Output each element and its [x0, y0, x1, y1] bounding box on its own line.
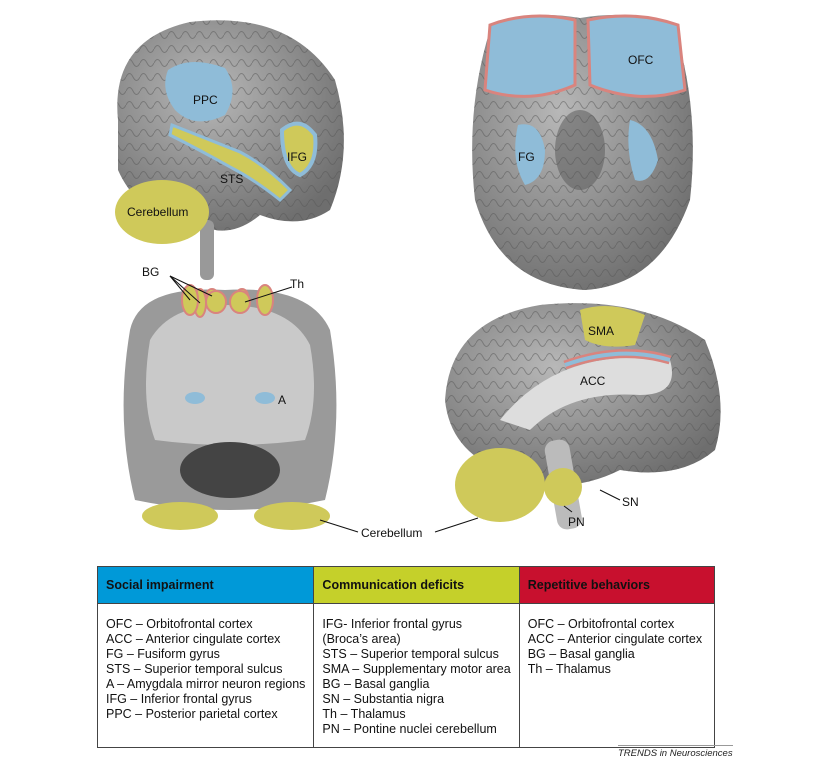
column-repetitive: OFC – Orbitofrontal cortex ACC – Anterio… [518, 603, 716, 748]
header-repetitive: Repetitive behaviors [518, 566, 716, 604]
ventral-brain-view: OFC FG [472, 14, 693, 290]
amygdala-left [185, 392, 205, 404]
pn-region [544, 468, 582, 506]
list-item: Th – Thalamus [322, 707, 406, 721]
cerebellum-region [115, 180, 209, 244]
sagittal-brain-view: SMA ACC PN SN [445, 303, 721, 530]
ifg-region [279, 121, 318, 178]
list-item: Th – Thalamus [527, 662, 611, 676]
label-pn: PN [568, 515, 585, 529]
column-social: OFC – Orbitofrontal cortex ACC – Anterio… [96, 603, 315, 748]
label-fg: FG [518, 150, 535, 164]
list-item: BG – Basal ganglia [527, 647, 635, 661]
coronal-brain-slice: BG Th A [123, 265, 337, 530]
label-acc: ACC [580, 374, 606, 388]
ofc-region-left [483, 14, 577, 98]
header-social: Social impairment [96, 566, 315, 604]
label-cerebellum-shared: Cerebellum [361, 526, 422, 540]
list-item: FG – Fusiform gyrus [106, 647, 220, 661]
list-item: PN – Pontine nuclei cerebellum [322, 722, 497, 736]
th-region-left [205, 290, 227, 314]
brain-illustrations: PPC IFG STS Cerebellum OFC FG BG Th [115, 14, 721, 540]
sma-region [580, 306, 645, 347]
label-sts: STS [220, 172, 243, 186]
fg-region-right [628, 120, 658, 181]
label-ofc: OFC [628, 53, 654, 67]
cerebellum-coronal-left [142, 502, 218, 530]
list-item: STS – Superior temporal sulcus [106, 662, 283, 676]
list-item: ACC – Anterior cingulate cortex [106, 632, 281, 646]
cerebellum-sagittal [455, 448, 545, 522]
column-communication: IFG- Inferior frontal gyrus (Broca’s are… [313, 603, 520, 748]
sts-region [168, 122, 293, 203]
region-table: Social impairment Communication deficits… [96, 566, 716, 748]
label-sma: SMA [588, 324, 614, 338]
list-item: SN – Substantia nigra [322, 692, 445, 706]
list-item: IFG – Inferior frontal gyrus [106, 692, 252, 706]
cerebellum-coronal-right [254, 502, 330, 530]
label-a: A [278, 393, 286, 407]
label-ppc: PPC [193, 93, 218, 107]
list-item: PPC – Posterior parietal cortex [106, 707, 278, 721]
header-communication: Communication deficits [313, 566, 520, 604]
list-item: (Broca’s area) [322, 632, 401, 646]
label-sn: SN [622, 495, 639, 509]
list-item: STS – Superior temporal sulcus [322, 647, 499, 661]
fg-region-left [515, 124, 545, 185]
label-th: Th [290, 277, 304, 291]
amygdala-right [255, 392, 275, 404]
ofc-region-right [586, 14, 687, 98]
th-region-right [229, 290, 251, 314]
list-item: IFG- Inferior frontal gyrus [322, 617, 463, 631]
list-item: A – Amygdala mirror neuron regions [106, 677, 306, 691]
label-ifg: IFG [287, 150, 307, 164]
label-cerebellum-lateral: Cerebellum [127, 205, 188, 219]
journal-credit: TRENDS in Neurosciences [618, 745, 733, 759]
lateral-brain-view: PPC IFG STS Cerebellum [115, 20, 344, 280]
list-item: OFC – Orbitofrontal cortex [106, 617, 253, 631]
list-item: SMA – Supplementary motor area [322, 662, 511, 676]
list-item: OFC – Orbitofrontal cortex [527, 617, 675, 631]
list-item: ACC – Anterior cingulate cortex [527, 632, 703, 646]
list-item: BG – Basal ganglia [322, 677, 430, 691]
label-bg: BG [142, 265, 159, 279]
ppc-region [165, 61, 233, 122]
